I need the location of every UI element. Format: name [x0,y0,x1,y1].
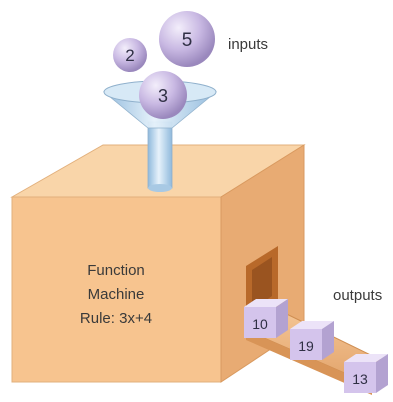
output-cube: 13 [344,354,388,393]
output-cube-label: 19 [298,338,314,354]
output-opening-inner [252,257,272,310]
funnel-spout [147,121,173,189]
outputs-label: outputs [333,287,382,304]
output-cube-label: 13 [352,371,368,387]
input-ball: 2 [113,38,147,72]
input-ball-label: 5 [182,30,193,51]
machine-rule: Rule: 3x+4 [80,310,152,327]
output-cube: 19 [290,321,334,360]
input-ball-label: 3 [158,86,168,106]
machine-label-line2: Machine [88,286,145,303]
machine-label-line1: Function [87,262,145,279]
input-ball: 5 [159,11,215,67]
output-cube: 10 [244,299,288,338]
inputs-label: inputs [228,36,268,53]
output-chute-edge [246,330,372,395]
input-ball-label: 2 [125,46,134,65]
output-cube-label: 10 [252,316,268,332]
funnel-spout-base [148,184,172,192]
input-ball: 3 [139,71,187,119]
